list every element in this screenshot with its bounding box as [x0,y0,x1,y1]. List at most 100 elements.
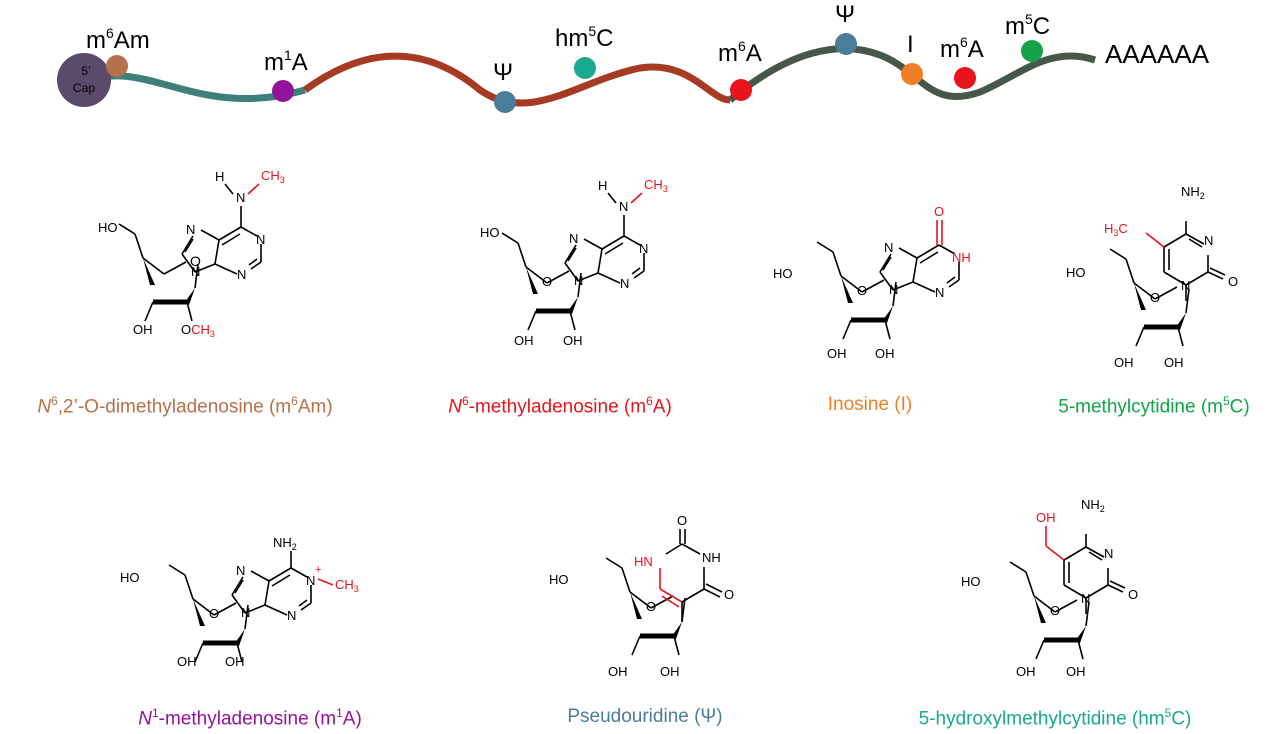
label-m6A-2: m6A [940,34,984,63]
n9: N [889,282,898,297]
n1: N [256,232,265,247]
dot-hm5C [574,57,596,79]
n9: N [191,264,200,279]
ring-oxygen: O [1050,603,1060,618]
strand-segment-teal [88,72,306,103]
modification-labels: m6Am m1A Ψ hm5C m6A Ψ I m6A m5C [86,1,1050,86]
n1-charge: + [315,564,321,576]
label-m5C: m5C [1005,11,1050,40]
poly-a-tail: AAAAAA [1105,39,1210,69]
c4-oxygen: O [724,587,734,602]
n9: N [574,273,583,288]
hydroxyl-2prime: OH [225,654,245,669]
n6-methyl: CH3 [644,177,668,194]
n1: N [1081,591,1090,606]
dot-m6A-1 [730,79,752,101]
dot-m6A-2 [954,67,976,89]
n1: N [639,241,648,256]
label-hm5C: hm5C [555,23,613,52]
c2-oxygen: O [677,513,687,528]
caption-m6Am: N6,2’-O-dimethyladenosine (m6Am) [37,394,333,418]
dot-m5C [1021,40,1043,62]
n1-h: NH [952,250,971,265]
ring-oxygen: O [190,253,201,269]
strand-segment-red [302,52,731,107]
c5-hydroxymethyl: OH [1036,510,1056,525]
n6: N [619,199,628,214]
caption-hm5C: 5-hydroxylmethylcytidine (hm5C) [918,706,1192,730]
n1: N [306,573,315,588]
structure-m5C: O HO OH OH N N O NH2 H3C [1066,184,1238,370]
dot-m6Am [106,55,128,77]
caption-m5C: 5-methylcytidine (m5C) [1058,394,1250,418]
label-inosine: I [907,31,914,58]
caption-m1A: N1-methyladenosine (m1A) [138,706,362,730]
n3: N [1104,546,1113,561]
label-m6A-1: m6A [718,38,762,67]
c2-oxygen: O [1128,587,1138,602]
dot-m1A [272,80,294,102]
hydroxyl-2prime: OH [563,333,583,348]
structure-m6A: O HO OH OH N N N N N H CH3 [480,177,668,348]
c2-oxygen: O [1228,274,1238,289]
ring-oxygen: O [646,599,656,614]
hydroxyl-3prime: OH [608,664,628,679]
ring-oxygen: O [209,606,219,621]
n3: N [287,608,296,623]
n3: N [237,267,246,282]
n3: N [935,285,944,300]
hydroxyl-3prime: OH [1114,355,1134,370]
structure-m6Am: O HO OH OCH3 N N N N N H CH3 [98,168,285,339]
hydroxyl-3prime: OH [133,322,153,337]
hydroxyl-5prime: HO [98,220,118,235]
five-prime-cap: 5’ Cap [57,53,111,107]
structure-hm5C: O HO OH OH N N O NH2 OH [961,497,1138,679]
label-psi-2: Ψ [835,1,855,28]
hydroxyl-5prime: HO [773,266,793,281]
n3: N [1204,233,1213,248]
caption-inosine: Inosine (I) [827,394,913,415]
amino: NH2 [1181,184,1205,201]
c5-methyl: H3C [1104,221,1128,238]
hydroxyl-3prime: OH [514,333,534,348]
dot-inosine [901,63,923,85]
hydroxyl-2prime: OH [660,664,680,679]
label-m1A: m1A [264,47,308,76]
label-psi-1: Ψ [493,59,513,86]
n6: N [236,190,245,205]
methoxy-2prime: OCH3 [181,322,215,339]
ring-oxygen: O [542,274,552,289]
n3: N [620,276,629,291]
structure-m1A: O HO OH OH N N N + N NH2 CH3 [120,535,359,669]
hydroxyl-2prime: OH [1066,664,1086,679]
label-m6Am: m6Am [86,25,150,54]
amino: NH2 [273,535,297,552]
structure-inosine: O HO OH OH N N NH N O [773,204,971,361]
modification-dots [106,33,1043,113]
caption-pseudouridine: Pseudouridine (Ψ) [567,706,723,727]
amino: NH2 [1081,497,1105,514]
n6-methyl: CH3 [261,168,285,185]
c6-oxygen: O [934,204,944,219]
n1-h: HN [634,554,653,569]
n1: N [1181,278,1190,293]
n7: N [186,222,195,237]
dot-psi-1 [494,91,516,113]
hydroxyl-2prime: OH [1164,355,1184,370]
hydroxyl-5prime: HO [480,225,500,240]
n7: N [884,240,893,255]
n6-hydrogen: H [598,178,607,193]
hydroxyl-5prime: HO [961,574,981,589]
n9: N [241,605,250,620]
hydroxyl-3prime: OH [827,346,847,361]
hydroxyl-5prime: HO [549,572,569,587]
hydroxyl-3prime: OH [1016,664,1036,679]
n7: N [236,563,245,578]
n1-methyl: CH3 [335,577,359,594]
ring-oxygen: O [1150,290,1160,305]
cap-label-line2: Cap [73,81,95,95]
n3-h: NH [702,550,721,565]
hydroxyl-3prime: OH [177,654,197,669]
hydroxyl-2prime: OH [875,346,895,361]
